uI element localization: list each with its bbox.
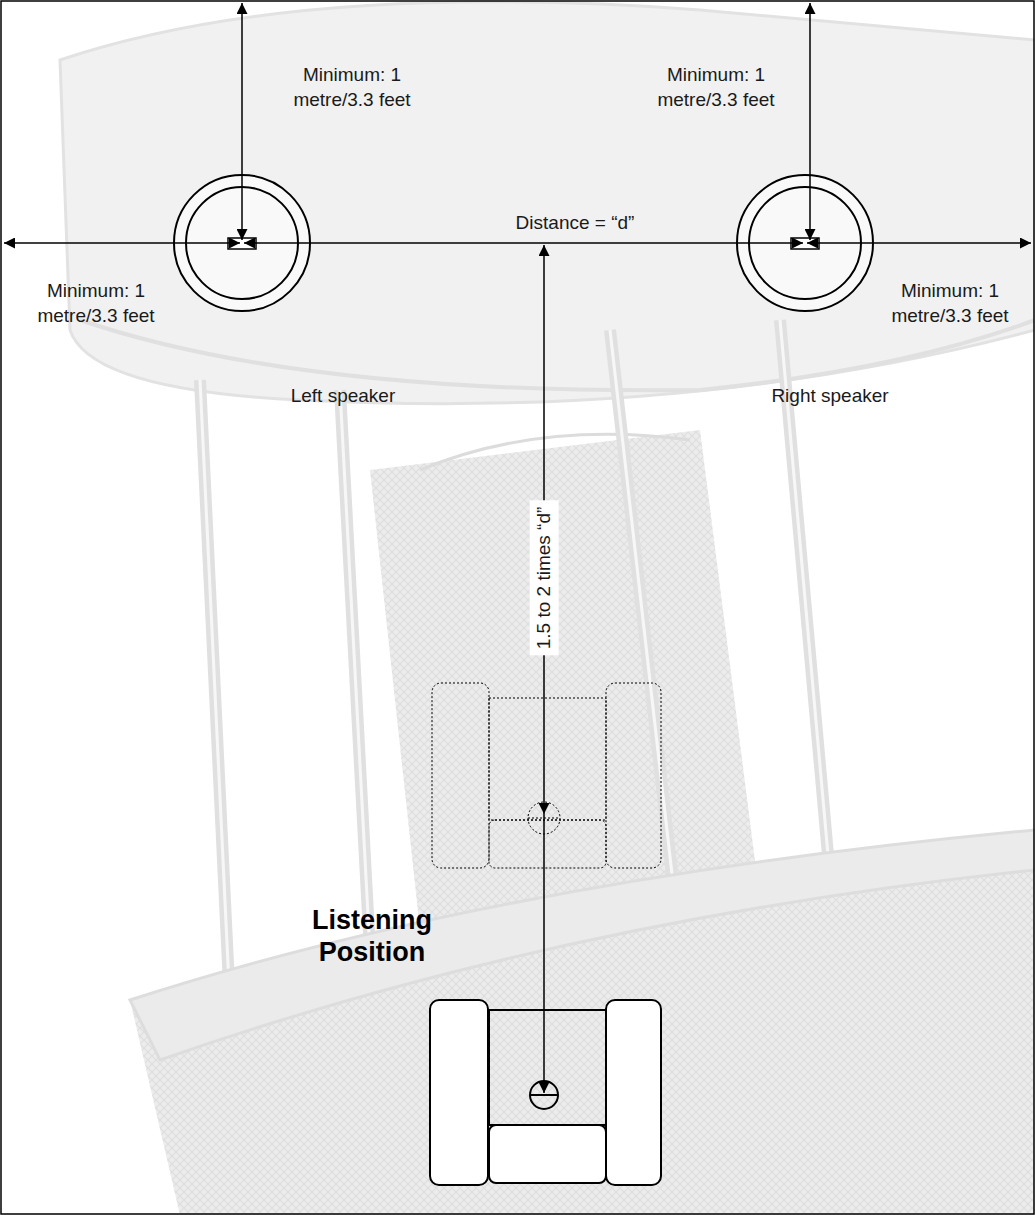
dimension-arrows — [4, 3, 1031, 1093]
position-label: Listening Position — [302, 904, 442, 969]
clearance-note: Minimum: 1 metre/3.3 feet — [641, 63, 791, 112]
listening-chair — [430, 1000, 661, 1185]
dimension-label: Distance = “d” — [516, 211, 635, 236]
alt-chair — [432, 683, 661, 868]
speaker-label: Right speaker — [771, 384, 888, 409]
clearance-note: Minimum: 1 metre/3.3 feet — [21, 279, 171, 328]
speaker-label: Left speaker — [291, 384, 396, 409]
clearance-note: Minimum: 1 metre/3.3 feet — [277, 63, 427, 112]
dimension-label: 1.5 to 2 times “d” — [530, 501, 559, 656]
speaker-photo — [60, 2, 1035, 1215]
clearance-note: Minimum: 1 metre/3.3 feet — [875, 279, 1025, 328]
